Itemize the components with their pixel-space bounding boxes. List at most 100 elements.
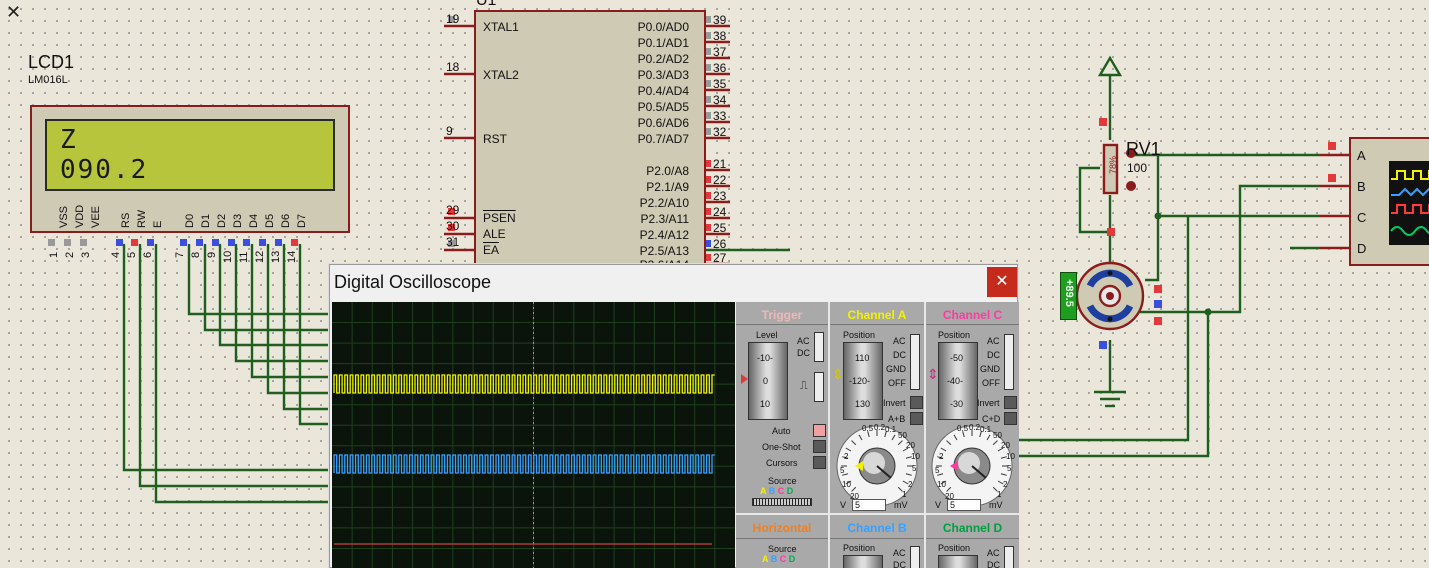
mcu-right-pin-name: P0.6/AD6 xyxy=(637,116,689,130)
mcu-right-pin-number: 25 xyxy=(713,221,727,235)
lcd-module[interactable]: Z 090.2 xyxy=(30,105,350,233)
lcd-screen: Z 090.2 xyxy=(45,119,335,191)
channel-d-header: Channel D xyxy=(942,521,1003,535)
channel-b-coupling-switch[interactable] xyxy=(910,546,920,568)
lcd-pin-number: 14 xyxy=(286,250,298,263)
scope-symbol[interactable] xyxy=(1349,137,1429,266)
channel-a-combine-button[interactable] xyxy=(910,412,923,425)
lcd-pin-number: 6 xyxy=(142,251,154,258)
dial-tick xyxy=(858,434,863,441)
channel-c-combine-button[interactable] xyxy=(1004,412,1017,425)
lcd-pin-number: 1 xyxy=(48,251,60,258)
dial-unit-mv: mV xyxy=(989,500,1003,510)
mcu-right-pin-number: 34 xyxy=(713,93,727,107)
channel-d-position-knob[interactable] xyxy=(938,555,978,568)
motor-readout-box: +89.5 xyxy=(1060,272,1077,320)
dial-tick xyxy=(845,480,852,485)
dial-tick xyxy=(937,456,944,459)
dial-value-field[interactable]: 5 xyxy=(947,499,981,511)
lcd-pin-label: D5 xyxy=(264,213,276,228)
lcd-pin-number: 5 xyxy=(126,251,138,258)
mcu-right-pin-name: P2.3/A11 xyxy=(640,212,689,226)
channel-b-position-knob[interactable] xyxy=(843,555,883,568)
dial-label: 50 xyxy=(993,431,1002,440)
mcu-left-pin-name: EA xyxy=(483,243,500,257)
dial-tick xyxy=(1000,473,1007,476)
trace-channel-b xyxy=(333,454,715,474)
dial-label: 2 xyxy=(908,480,913,489)
lcd-pin-number: 11 xyxy=(238,251,250,263)
mcu-chip[interactable] xyxy=(474,10,706,280)
trace-channel-a xyxy=(333,374,715,394)
mcu-right-pin-number: 37 xyxy=(713,45,727,59)
channel-c-position-knob[interactable]: -50 -40- -30 xyxy=(938,342,978,420)
dial-value-field[interactable]: 5 xyxy=(852,499,886,511)
trigger-edge-icon: ⎍ xyxy=(800,380,808,392)
channel-c-position-arrow-icon: ⇕ xyxy=(927,366,939,382)
horizontal-source-letters: A B C D xyxy=(762,554,796,564)
mcu-left-pin-name: ALE xyxy=(483,227,506,241)
mcu-right-pin-number: 38 xyxy=(713,29,727,43)
dial-label: 0.5 xyxy=(862,424,874,433)
channel-a-position-arrow-icon: ⇕ xyxy=(832,366,844,382)
dial-label: 20 xyxy=(850,492,859,501)
oscilloscope-window[interactable]: Digital Oscilloscope ✕ Trigger Level -10… xyxy=(329,264,1019,568)
channel-a-coupling-switch[interactable] xyxy=(910,334,920,390)
trigger-auto-button[interactable] xyxy=(813,424,826,437)
mcu-right-pin-number: 26 xyxy=(713,237,727,251)
lcd-pin-label: VDD xyxy=(74,204,86,228)
trigger-oneshot-button[interactable] xyxy=(813,440,826,453)
mcu-right-pin-number: 22 xyxy=(713,173,727,187)
dial-marker-icon xyxy=(950,461,958,471)
dial-tick xyxy=(897,486,903,492)
close-icon[interactable]: ✕ xyxy=(6,2,22,22)
mcu-right-pin-name: P0.1/AD1 xyxy=(637,36,689,50)
mcu-left-pin-number: 30 xyxy=(446,219,460,233)
dial-label: 10 xyxy=(1006,452,1015,461)
dial-label: 1 xyxy=(902,490,907,499)
lcd-pin-label: RS xyxy=(120,212,132,228)
channel-a-invert-button[interactable] xyxy=(910,396,923,409)
mcu-left-pin-name: RST xyxy=(483,132,507,146)
lcd-pin-label: D4 xyxy=(248,213,260,228)
dial-tick xyxy=(946,486,952,492)
power-terminal-icon xyxy=(1097,55,1123,77)
dial-label: 0.2 xyxy=(874,423,886,432)
mcu-right-pin-number: 27 xyxy=(713,251,727,265)
trigger-level-knob[interactable]: -10- 0 10 xyxy=(748,342,788,420)
scope-terminal-b: B xyxy=(1357,179,1366,194)
dial-tick xyxy=(979,431,982,438)
dial-label: 2 xyxy=(844,452,849,461)
mcu-right-pin-name: P0.3/AD3 xyxy=(637,68,689,82)
trigger-edge-switch[interactable] xyxy=(814,372,824,402)
mcu-right-pin-name: P2.0/A8 xyxy=(646,164,689,178)
potentiometer-rv1[interactable] xyxy=(1102,143,1136,195)
channel-c-invert-button[interactable] xyxy=(1004,396,1017,409)
channel-d-coupling-switch[interactable] xyxy=(1004,546,1014,568)
oscilloscope-close-button[interactable]: ✕ xyxy=(987,267,1017,297)
dial-label: 5 xyxy=(912,464,917,473)
mcu-right-pin-name: P0.4/AD4 xyxy=(637,84,689,98)
channel-a-position-knob[interactable]: 110 -120- 130 xyxy=(843,342,883,420)
dial-label: 1 xyxy=(997,490,1002,499)
mcu-reference: U1 xyxy=(476,0,497,9)
scope-terminal-c: C xyxy=(1357,210,1367,225)
channel-c-coupling-switch[interactable] xyxy=(1004,334,1014,390)
dial-label: 10 xyxy=(937,480,946,489)
lcd-pin-label: E xyxy=(152,220,164,228)
dial-tick xyxy=(842,473,849,476)
dial-label: 2 xyxy=(1003,480,1008,489)
scope-terminal-d: D xyxy=(1357,241,1367,256)
trigger-coupling-switch[interactable] xyxy=(814,332,824,362)
trigger-source-slider[interactable] xyxy=(752,498,812,506)
mcu-right-pin-number: 35 xyxy=(713,77,727,91)
trigger-cursors-button[interactable] xyxy=(813,456,826,469)
dial-label: 5 xyxy=(840,466,845,475)
dial-label: 5 xyxy=(935,466,940,475)
motor-icon[interactable] xyxy=(1075,261,1145,331)
lcd-line-1: Z xyxy=(60,125,78,155)
lcd-pin-label: D2 xyxy=(216,213,228,228)
